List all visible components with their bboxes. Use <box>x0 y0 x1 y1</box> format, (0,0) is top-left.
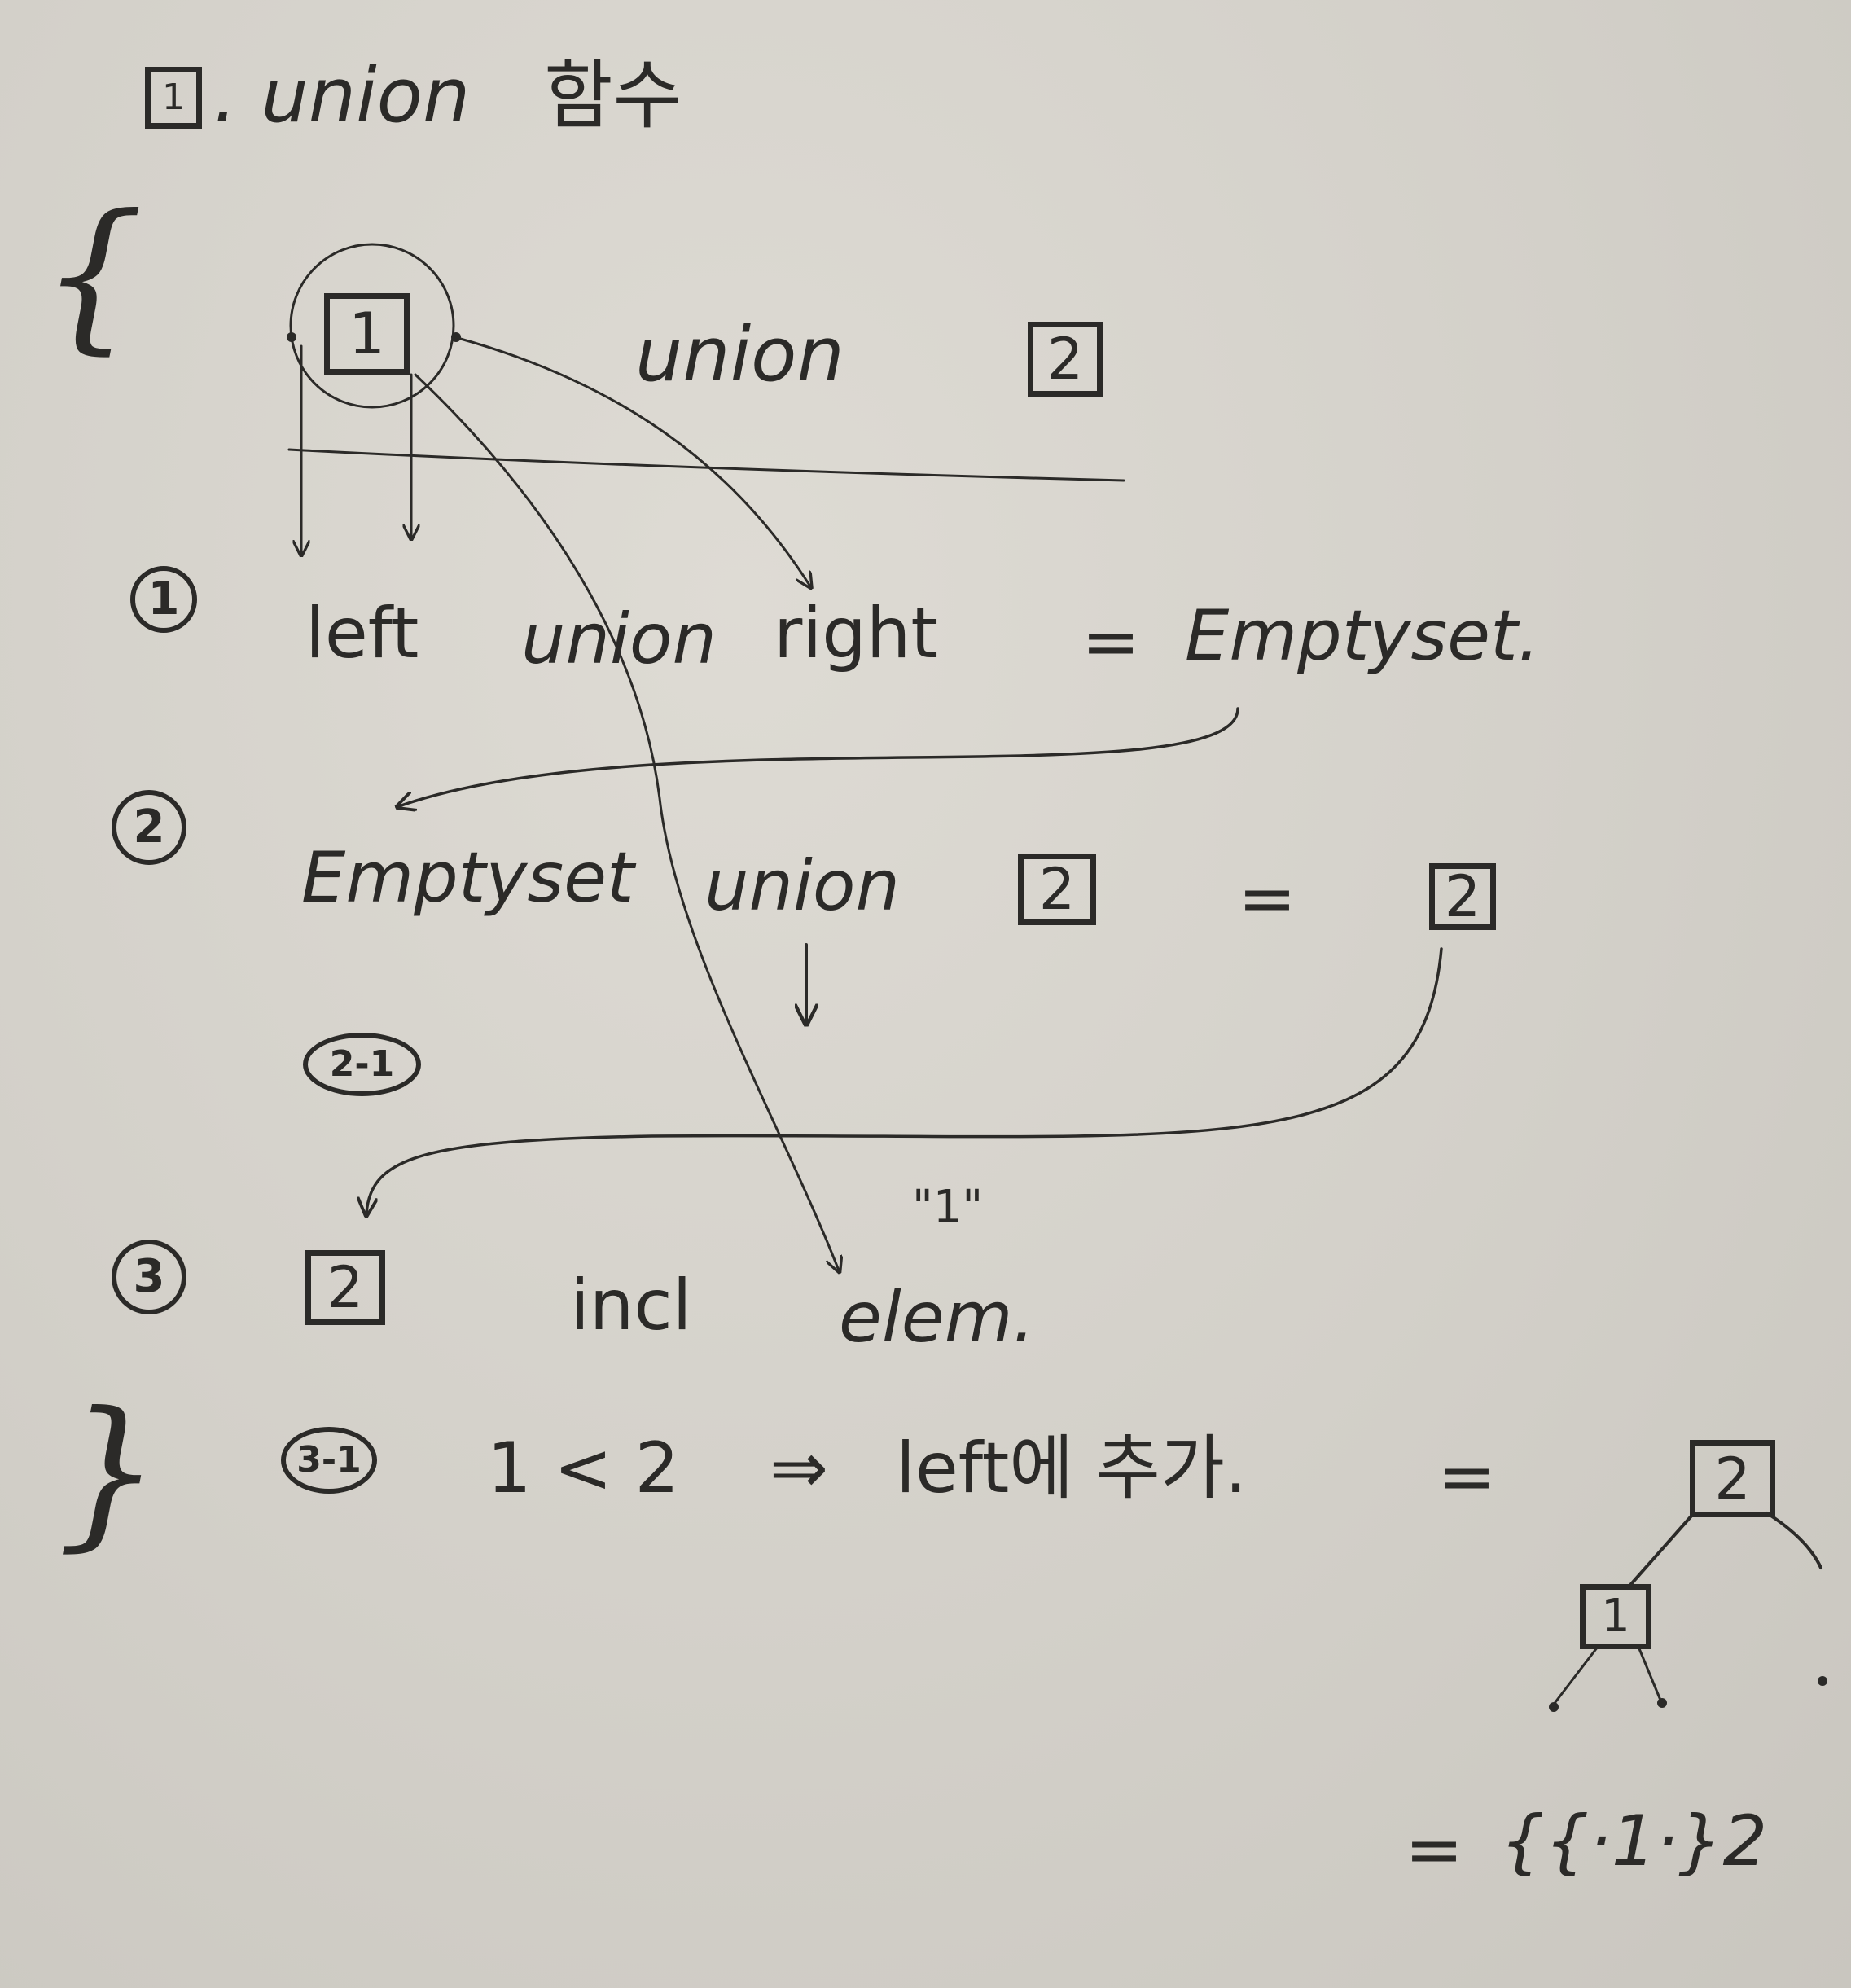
tree-root-right-nil-dot <box>1818 1676 1827 1686</box>
step-2-node-box: 2 <box>1018 854 1096 925</box>
tree-edge-child-left <box>1554 1645 1599 1704</box>
result-arrow <box>366 947 1443 1213</box>
step-3-marker: 3 <box>112 1240 186 1314</box>
step-2-left: Emptyset <box>301 837 634 919</box>
final-expr: {{·1·}2 <box>1500 1801 1768 1882</box>
step-3-elem: elem. <box>839 1277 1035 1358</box>
step-1-result: Emptyset. <box>1185 595 1541 677</box>
open-brace: { <box>41 180 145 370</box>
step-2-marker: 2 <box>112 790 186 865</box>
elem-pointer-arrow <box>414 373 839 1270</box>
step-3-1-eq: = <box>1437 1436 1497 1517</box>
node-1-circle <box>289 243 455 409</box>
title-text: . union <box>213 52 471 139</box>
tree-left-child-box: 1 <box>1580 1584 1651 1649</box>
tree-edge-root-left <box>1629 1512 1695 1586</box>
top-rule <box>287 448 1125 482</box>
title-node-box: 1 <box>145 67 202 129</box>
step-3-elem-quote: "1" <box>912 1181 984 1234</box>
step-3-node-box: 2 <box>305 1250 385 1325</box>
tree-child-right-nil-dot <box>1657 1698 1667 1708</box>
title-suffix: 함수 <box>544 52 682 139</box>
step-2-result-box: 2 <box>1429 863 1496 930</box>
step-1-eq: = <box>1081 601 1141 682</box>
top-op-union: union <box>635 311 844 398</box>
step-1-op: union <box>521 599 717 680</box>
step-3-1-arrow: ⇒ <box>770 1428 829 1509</box>
top-node-1-box: 1 <box>324 293 410 375</box>
step-1-right: right <box>774 593 939 674</box>
final-eq: = <box>1405 1809 1464 1890</box>
tree-edge-root-right <box>1765 1512 1822 1569</box>
step-2-eq: = <box>1238 858 1297 939</box>
close-brace: } <box>57 1377 161 1567</box>
step-2-1-marker: 2-1 <box>303 1033 421 1096</box>
step-3-1-action: left에 추가. <box>896 1428 1248 1509</box>
step-3-op: incl <box>570 1265 692 1346</box>
tree-edge-child-right <box>1637 1645 1661 1700</box>
top-node-2-box: 2 <box>1028 322 1103 397</box>
step-1-left: left <box>305 593 419 674</box>
step-1-marker: 1 <box>130 566 197 633</box>
right-pointer-arrow <box>456 336 810 586</box>
tree-child-left-nil-dot <box>1549 1702 1559 1712</box>
emptyset-arrow <box>399 707 1239 806</box>
step-3-1-cond: 1 < 2 <box>487 1428 680 1509</box>
tree-root-box: 2 <box>1690 1440 1775 1517</box>
step-3-1-marker: 3-1 <box>281 1427 377 1494</box>
step-2-op: union <box>704 845 901 927</box>
